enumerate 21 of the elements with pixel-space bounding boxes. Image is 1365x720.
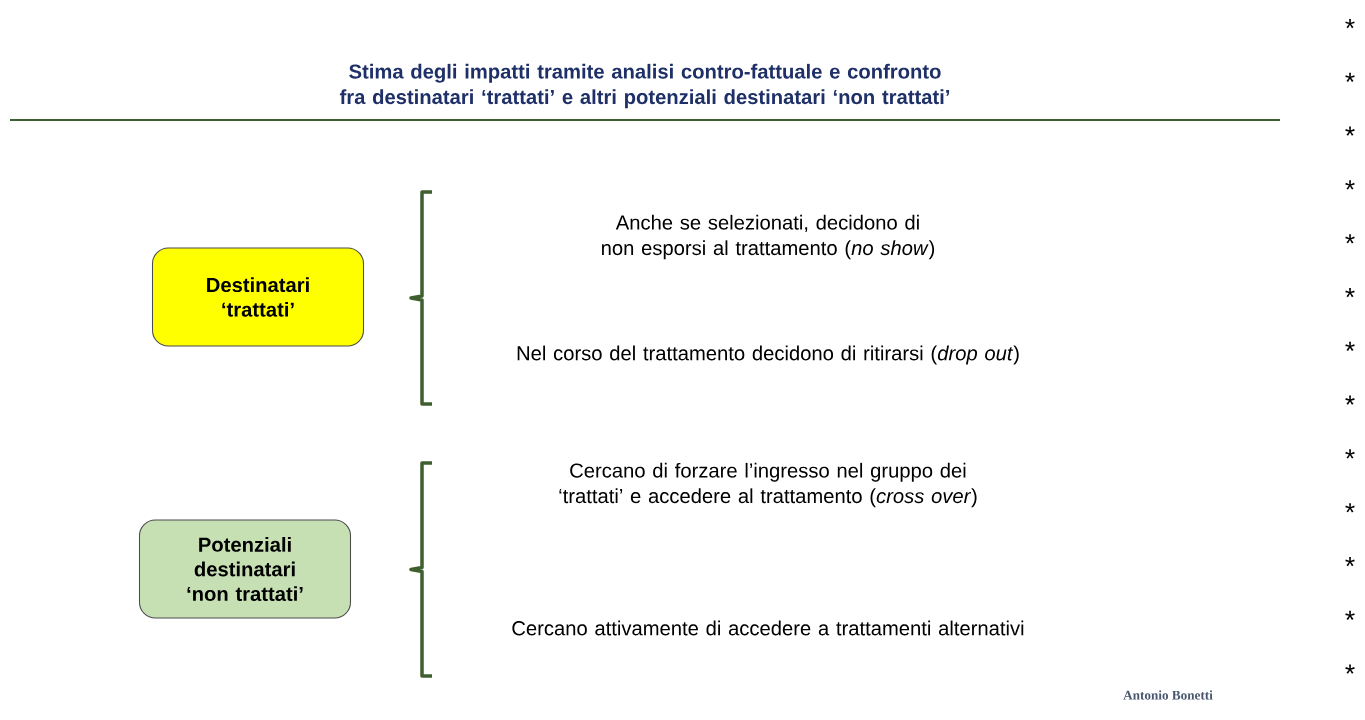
asterisk: * [1345, 449, 1355, 459]
asterisk: * [1345, 664, 1355, 674]
asterisk: * [1345, 72, 1355, 82]
asterisk: * [1345, 395, 1355, 405]
description-text: Cercano attivamente di accedere a trattamenti alternativi [512, 620, 1024, 636]
asterisk: * [1345, 341, 1355, 351]
title: Stima degli impatti tramite analisi contro-fattuale e confronto fra destinatari ‘trattati’ e altri potenziali destinatari ‘non trattati’ [339, 63, 950, 109]
asterisk: * [1345, 234, 1355, 244]
description-text: Cercano di forzare l’ingresso nel gruppo dei ‘trattati’ e accedere al trattamento (cross over) [559, 462, 977, 508]
asterisk: * [1345, 503, 1355, 513]
asterisk: * [1345, 556, 1355, 567]
description-text: Anche se selezionati, decidono di non esporsi al trattamento (no show) [602, 214, 935, 260]
asterisk: * [1345, 126, 1355, 136]
asterisk: * [1345, 18, 1355, 29]
asterisk: * [1345, 287, 1355, 298]
author-name: Antonio Bonetti [1123, 690, 1213, 700]
category-box: Potenziali destinatari ‘non trattati’ [138, 519, 352, 619]
asterisk: * [1345, 180, 1355, 190]
category-box: Destinatari ‘trattati’ [151, 247, 365, 347]
description-text: Nel corso del trattamento decidono di ritirarsi (drop out) [517, 345, 1019, 365]
asterisk: * [1345, 610, 1355, 620]
